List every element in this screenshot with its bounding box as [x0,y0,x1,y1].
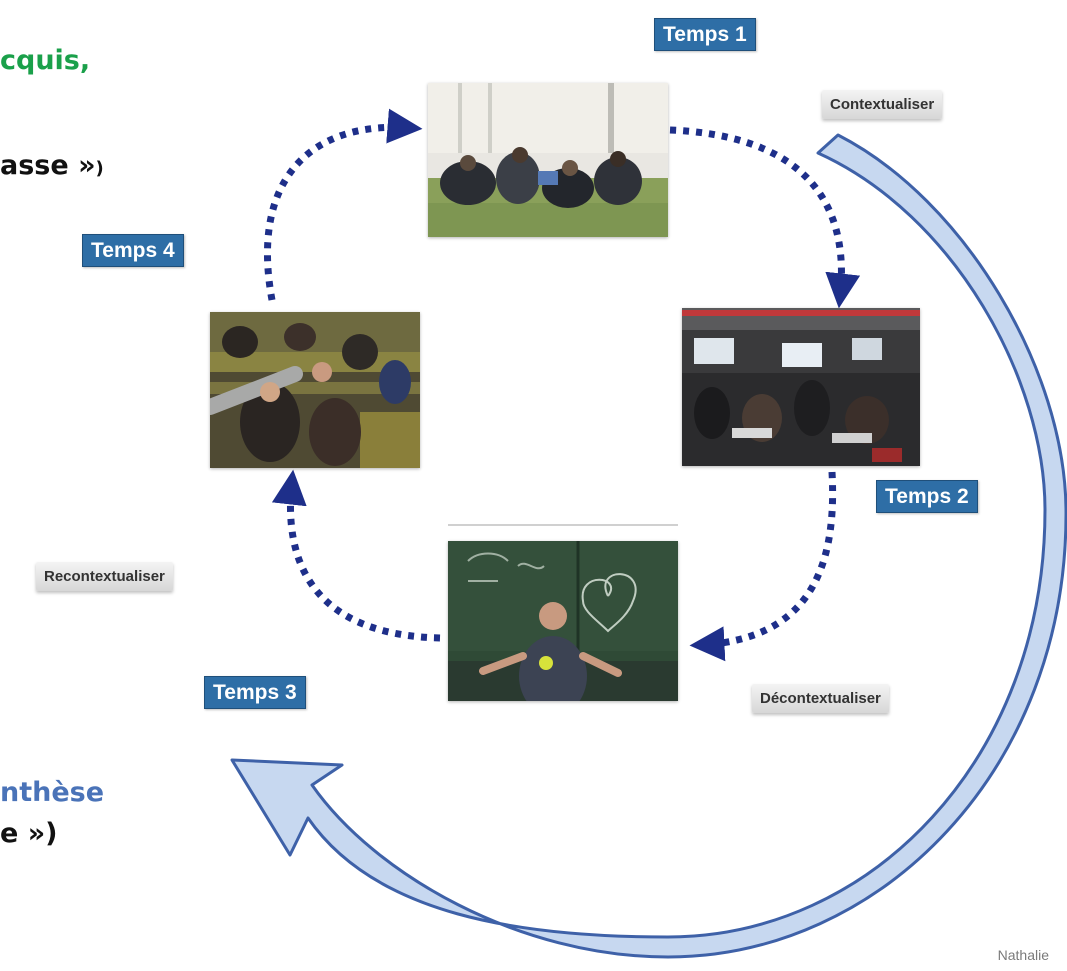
big-cycle-arrow [230,133,1067,959]
heading-fragment-blue: nthèse [0,777,105,808]
recontextualiser-label: Recontextualiser [36,562,173,591]
dotted-arrow-t1-to-t2 [669,126,861,309]
heading-fragment-black-2: e ») [0,818,58,849]
temps-3-label: Temps 3 [204,676,306,710]
photo-teacher-blackboard [448,541,678,701]
heading-fragment-black: asse ») [0,150,104,181]
dotted-arrow-t4-to-t1 [264,108,423,301]
temps-4-label: Temps 4 [82,234,184,268]
dotted-arrow-t3-to-t4 [271,469,441,642]
photo-auditorium-students [210,312,420,468]
dotted-arrow-t2-to-t3 [689,471,837,662]
temps-1-label: Temps 1 [654,18,756,52]
heading-fragment-black-main: asse » [0,150,96,181]
photo-outdoor-group [428,83,668,237]
contextualiser-label: Contextualiser [822,90,943,119]
heading-fragment-black-paren: ) [95,158,104,179]
heading-fragment-green: cquis, [0,45,91,76]
temps-2-label: Temps 2 [876,480,978,514]
decontextualiser-label: Décontextualiser [752,684,889,713]
photo-classroom-screens [682,308,920,466]
author-name: Nathalie [997,947,1049,963]
